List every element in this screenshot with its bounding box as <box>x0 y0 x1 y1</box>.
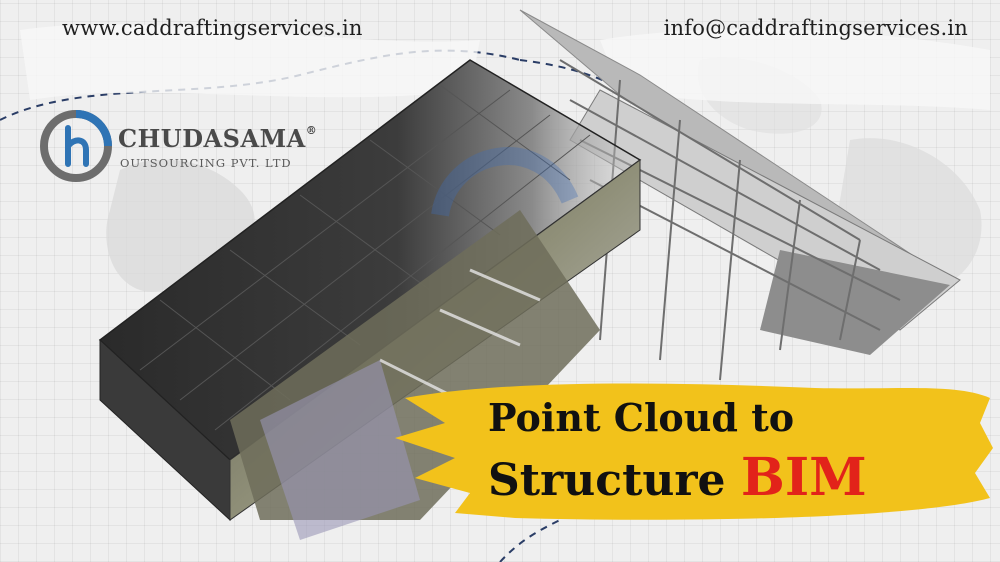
headline-line-1: Point Cloud to <box>488 395 795 440</box>
website-url[interactable]: www.caddraftingservices.in <box>62 16 363 40</box>
company-logo: CHUDASAMA® OUTSOURCING PVT. LTD <box>40 110 317 190</box>
email-address[interactable]: info@caddraftingservices.in <box>663 16 968 40</box>
logo-name-text: CHUDASAMA <box>118 124 306 153</box>
headline-line-2: Structure BIM <box>488 447 867 508</box>
logo-mark-icon <box>40 110 112 182</box>
headline-banner <box>395 383 993 520</box>
headline-bim: BIM <box>740 447 867 508</box>
headline-structure: Structure <box>488 455 726 506</box>
logo-trademark: ® <box>305 124 318 137</box>
logo-subtitle: OUTSOURCING PVT. LTD <box>120 156 292 170</box>
logo-name: CHUDASAMA® <box>118 124 317 153</box>
